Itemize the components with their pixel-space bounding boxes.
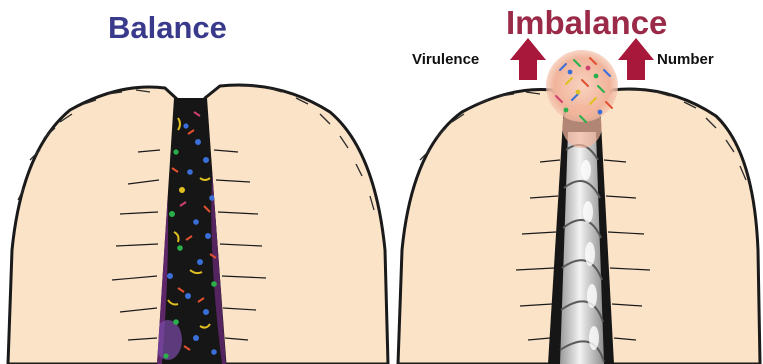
balance-title: Balance [108,10,227,46]
balance-tissue-right-lobe [205,85,388,364]
imbalance-panel [398,38,760,364]
up-arrow-icon [618,38,654,80]
imbalance-title: Imbalance [506,4,667,42]
balance-panel [8,85,388,364]
imbalance-tissue-left-lobe [398,89,566,364]
imbalance-tissue-right-lobe [598,89,760,364]
number-label: Number [657,51,714,68]
virulence-label: Virulence [412,51,479,68]
up-arrow-icon [510,38,546,80]
balance-tissue-left-lobe [8,87,178,364]
